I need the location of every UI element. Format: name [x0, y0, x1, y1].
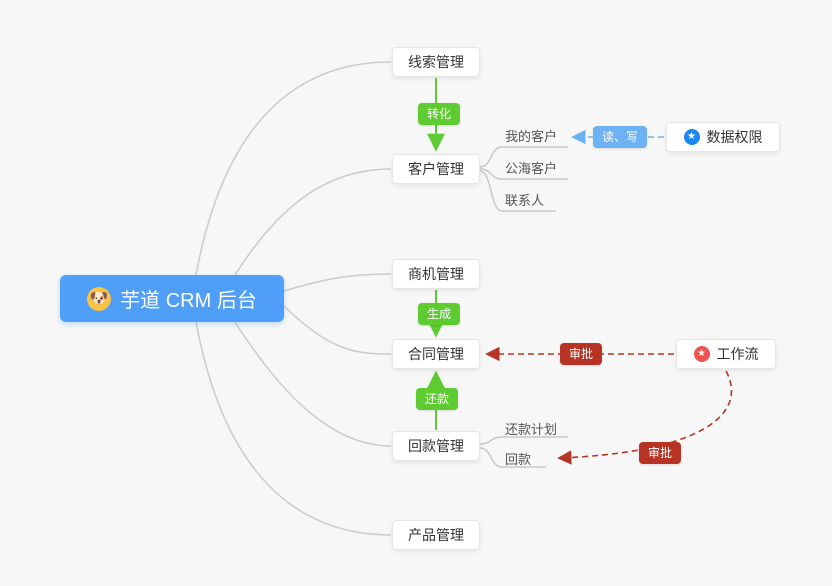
badge-approve-contract: 审批: [560, 343, 603, 365]
node-label: 客户管理: [408, 161, 464, 177]
badge-repay: 还款: [416, 388, 459, 410]
root-label: 芋道 CRM 后台: [120, 290, 257, 312]
node-customer-management: 客户管理: [392, 154, 480, 184]
node-label: 线索管理: [408, 54, 464, 70]
node-receivable-management: 回款管理: [392, 431, 480, 461]
curve-root-to-leads: [195, 61, 392, 276]
dog-emoji-icon: 🐶: [87, 286, 112, 311]
curve-root-to-customer: [234, 168, 392, 276]
node-label: 合同管理: [408, 346, 464, 362]
branch-receivable-to-repay-plan: [479, 436, 568, 445]
badge-read-write: 读、写: [593, 126, 648, 148]
badge-generate: 生成: [418, 303, 461, 325]
node-label: 工作流: [716, 346, 759, 362]
node-workflow: ★ 工作流: [676, 339, 776, 369]
badge-convert: 转化: [418, 103, 461, 125]
branch-customer-to-contact: [479, 170, 556, 212]
branch-customer-to-public-customer: [479, 168, 568, 180]
leaf-repayment: 回款: [505, 452, 532, 467]
root-node-crm-backend: 🐶 芋道 CRM 后台: [60, 275, 284, 322]
branch-receivable-to-repayment: [479, 447, 546, 468]
node-business-management: 商机管理: [392, 259, 480, 289]
curve-root-to-receivable: [234, 321, 392, 447]
leaf-my-customer: 我的客户: [505, 129, 558, 144]
node-label: 产品管理: [408, 527, 464, 543]
node-label: 回款管理: [408, 438, 464, 454]
workflow-star-icon: ★: [693, 346, 710, 362]
node-label: 商机管理: [408, 266, 464, 282]
node-label: 数据权限: [706, 129, 763, 145]
curve-root-to-product: [195, 321, 392, 536]
leaf-repay-plan: 还款计划: [505, 422, 558, 437]
badge-approve-repayment: 审批: [639, 442, 682, 464]
node-product-management: 产品管理: [392, 520, 480, 550]
curve-root-to-business: [283, 273, 392, 292]
node-contract-management: 合同管理: [392, 339, 480, 369]
node-leads-management: 线索管理: [392, 47, 480, 77]
curve-root-to-contract: [283, 305, 392, 355]
node-data-permission: ★ 数据权限: [666, 122, 780, 152]
leaf-contact: 联系人: [505, 193, 545, 208]
branch-customer-to-my-customer: [479, 146, 568, 168]
data-permission-star-icon: ★: [683, 129, 700, 145]
leaf-public-customer: 公海客户: [505, 161, 558, 176]
